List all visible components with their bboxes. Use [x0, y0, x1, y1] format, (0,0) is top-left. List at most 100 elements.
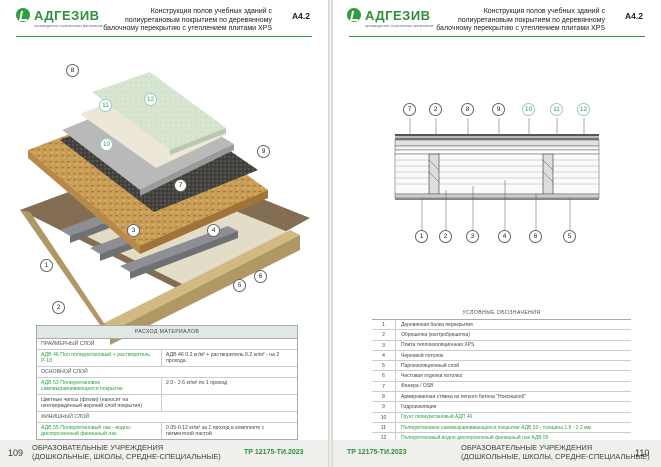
section-label: 4: [498, 230, 511, 243]
section-code: А4.2: [292, 11, 310, 21]
callout-12: 12: [144, 93, 157, 106]
legend-text: Пароизоляционный слой: [401, 362, 460, 369]
legend-text: Фанера / OSB: [401, 383, 434, 390]
legend-text: Грунт полиуретановый АДП 46: [401, 414, 473, 421]
legend-num: 10: [372, 412, 396, 422]
material-name: АДВ 55 Полиуретановый лак - водно-диспер…: [37, 423, 162, 439]
section-label: 12: [577, 103, 590, 116]
callout-5: 5: [233, 279, 246, 292]
org-line-2: (ДОШКОЛЬНЫЕ, ШКОЛЫ, СРЕДНЕ-СПЕЦИАЛЬНЫЕ): [461, 452, 650, 461]
brand-tagline: производитель строительных материалов: [34, 24, 103, 28]
callout-7: 7: [174, 179, 187, 192]
brand-logo: АДГЕЗИВ производитель строительных матер…: [16, 7, 102, 28]
callout-6: 6: [254, 270, 267, 283]
legend-row: 8 Армированная стяжка из легкого бетона "…: [372, 392, 631, 403]
page-number: 109: [8, 448, 24, 458]
page-number: 110: [635, 448, 650, 458]
legend-num: 6: [372, 371, 396, 381]
table-row: Цветные чипсы (флоки) (наносят на неотве…: [37, 395, 297, 412]
legend-num: 7: [372, 381, 396, 392]
legend-num: 3: [372, 340, 396, 350]
brand-tagline: производитель строительных материалов: [365, 24, 434, 28]
right-page: АДГЕЗИВ производитель строительных матер…: [333, 0, 661, 467]
section-label: 5: [563, 230, 576, 243]
legend-num: 4: [372, 350, 396, 361]
header-rule: [349, 36, 645, 37]
legend-row: 7 Фанера / OSB: [372, 381, 631, 393]
legend-text: Армированная стяжка из легкого бетона "Н…: [401, 393, 527, 400]
callout-1: 1: [40, 259, 53, 272]
legend-text: Гидроизоляция: [401, 404, 437, 411]
legend-text: Обрешетка (контробрешетка): [401, 331, 471, 338]
material-name: Цветные чипсы (флоки) (наносят на неотве…: [37, 395, 162, 411]
section-label: 1: [415, 230, 428, 243]
legend-row: 4 Черновой потолок: [372, 350, 631, 362]
legend-num: 8: [372, 392, 396, 402]
legend-row: 11 Полиуретановое самовыравнивающееся пок…: [372, 422, 631, 434]
callout-2: 2: [52, 301, 65, 314]
page-footer: 109 ОБРАЗОВАТЕЛЬНЫЕ УЧРЕЖДЕНИЯ (ДОШКОЛЬН…: [0, 440, 328, 467]
legend-text: Деревянная балка перекрытия: [401, 321, 473, 328]
legend-num: 9: [372, 402, 396, 412]
brand-name: АДГЕЗИВ: [365, 7, 431, 23]
legend-row: 2 Обрешетка (контробрешетка): [372, 330, 631, 341]
callout-8: 8: [66, 64, 79, 77]
book-gutter: [328, 0, 333, 467]
table-row: АДВ 55 Полиуретановый лак - водно-диспер…: [37, 423, 297, 439]
brand-logo: АДГЕЗИВ производитель строительных матер…: [347, 7, 433, 28]
legend-text: Черновой потолок: [401, 352, 444, 359]
legend-text: Плита теплоизоляционная XPS: [401, 342, 475, 349]
page-title: Конструкция полов учебных зданий с полиу…: [436, 8, 605, 32]
materials-table-header: РАСХОД МАТЕРИАЛОВ: [37, 326, 297, 339]
table-row: АДВ 53 Полиуретановое самовыравнивающеес…: [37, 378, 297, 395]
org-line-2: (ДОШКОЛЬНЫЕ, ШКОЛЫ, СРЕДНЕ-СПЕЦИАЛЬНЫЕ): [32, 452, 221, 461]
material-name: АДВ 53 Полиуретановое самовыравнивающеес…: [37, 378, 162, 394]
material-consumption: [162, 395, 297, 411]
legend-num: 12: [372, 433, 396, 443]
legend-table: УСЛОВНЫЕ ОБОЗНАЧЕНИЯ 1 Деревянная балка п…: [372, 307, 631, 444]
materials-section-title: ОСНОВНОЙ СЛОЙ: [37, 367, 297, 378]
page-footer: ТР 12175-ТИ.2023 ОБРАЗОВАТЕЛЬНЫЕ УЧРЕЖДЕ…: [333, 440, 661, 467]
page-title: Конструкция полов учебных зданий с полиу…: [103, 8, 272, 32]
section-label: 10: [522, 103, 535, 116]
material-consumption: АДВ 46 0.2 кг/м² + растворитель 0.2 кг/м…: [166, 352, 280, 364]
cross-section-drawing: [394, 118, 600, 230]
legend-row: 9 Гидроизоляция: [372, 402, 631, 413]
section-label: 11: [550, 103, 563, 116]
brand-mark-icon: [347, 8, 361, 22]
section-label: 2: [429, 103, 442, 116]
legend-num: 2: [372, 330, 396, 340]
material-name: АДВ 46 Пол полиуретановый + растворитель…: [37, 350, 162, 366]
materials-section-title: ПРАЙМЕРНЫЙ СЛОЙ: [37, 339, 297, 350]
section-label: 8: [461, 103, 474, 116]
legend-row: 3 Плита теплоизоляционная XPS: [372, 340, 631, 351]
legend-num: 1: [372, 320, 396, 330]
section-label: 9: [492, 103, 505, 116]
org-name: ОБРАЗОВАТЕЛЬНЫЕ УЧРЕЖДЕНИЯ (ДОШКОЛЬНЫЕ, …: [461, 443, 650, 461]
materials-section-title: ФИНИШНЫЙ СЛОЙ: [37, 412, 297, 423]
material-consumption: 0.05-0.12 кг/м² за 1 проход в комплекте …: [166, 425, 265, 437]
legend-text: Полиуретановое самовыравнивающееся покры…: [401, 424, 591, 431]
org-name: ОБРАЗОВАТЕЛЬНЫЕ УЧРЕЖДЕНИЯ (ДОШКОЛЬНЫЕ, …: [32, 443, 221, 461]
legend-row: 1 Деревянная балка перекрытия: [372, 320, 631, 331]
callout-10: 10: [100, 138, 113, 151]
callout-11: 11: [99, 99, 112, 112]
callout-4: 4: [207, 224, 220, 237]
header-rule: [16, 36, 312, 37]
callout-9: 9: [257, 145, 270, 158]
legend-header: УСЛОВНЫЕ ОБОЗНАЧЕНИЯ: [372, 307, 631, 320]
org-line-1: ОБРАЗОВАТЕЛЬНЫЕ УЧРЕЖДЕНИЯ: [32, 443, 164, 452]
section-label: 3: [466, 230, 479, 243]
legend-num: 11: [372, 422, 396, 433]
brand-mark-icon: [16, 8, 30, 22]
org-line-1: ОБРАЗОВАТЕЛЬНЫЕ УЧРЕЖДЕНИЯ: [461, 443, 593, 452]
legend-text: Чистовая отделка потолка: [401, 373, 463, 380]
table-row: АДВ 46 Пол полиуретановый + растворитель…: [37, 350, 297, 367]
legend-text: Полиуретановый водно-дисперсионный финиш…: [401, 434, 549, 441]
section-label: 7: [403, 103, 416, 116]
section-label: 6: [529, 230, 542, 243]
materials-table: РАСХОД МАТЕРИАЛОВ ПРАЙМЕРНЫЙ СЛОЙ АДВ 46…: [36, 325, 298, 440]
legend-num: 5: [372, 361, 396, 371]
brand-name: АДГЕЗИВ: [34, 7, 100, 23]
left-page: АДГЕЗИВ производитель строительных матер…: [0, 0, 328, 467]
